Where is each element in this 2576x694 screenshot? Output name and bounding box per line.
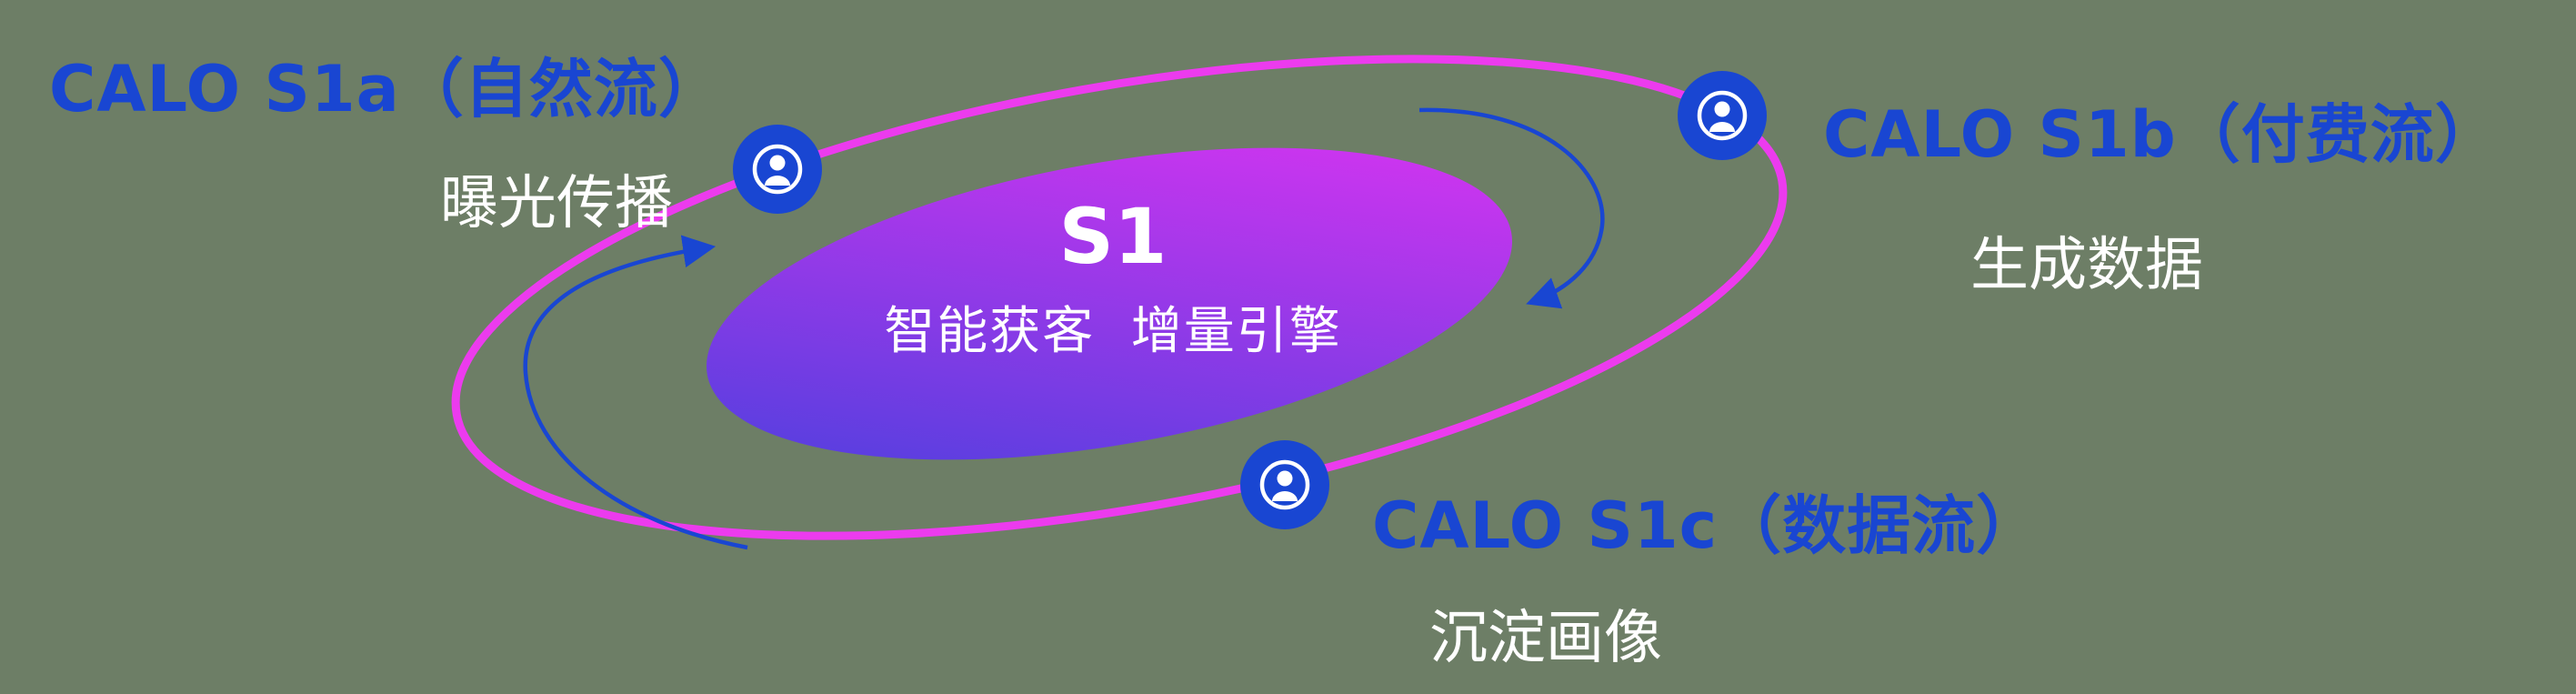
node-s1b-title: CALO S1b（付费流） (1823, 97, 2500, 172)
node-s1c-title: CALO S1c（数据流） (1372, 488, 2041, 563)
user-icon (1697, 90, 1748, 141)
flow-arrow-left (523, 235, 748, 550)
node-s1a-title: CALO S1a（自然流） (49, 52, 723, 126)
node-s1c (1240, 440, 1329, 529)
node-s1c-subtitle: 沉淀画像 (1429, 605, 1662, 672)
node-s1a (733, 125, 822, 214)
core-title: S1 (1058, 192, 1168, 281)
node-s1b (1678, 71, 1767, 160)
core-ellipse (707, 147, 1512, 460)
user-icon (752, 144, 803, 195)
node-s1b-subtitle: 生成数据 (1970, 232, 2203, 299)
orbit-ring (451, 55, 1788, 540)
node-s1a-subtitle: 曝光传播 (440, 170, 673, 237)
flow-arrow-right (1418, 107, 1605, 309)
user-icon (1259, 459, 1310, 510)
core-label: S1 智能获客 增量引擎 (795, 193, 1431, 364)
core-subtitle: 智能获客 增量引擎 (884, 301, 1342, 361)
